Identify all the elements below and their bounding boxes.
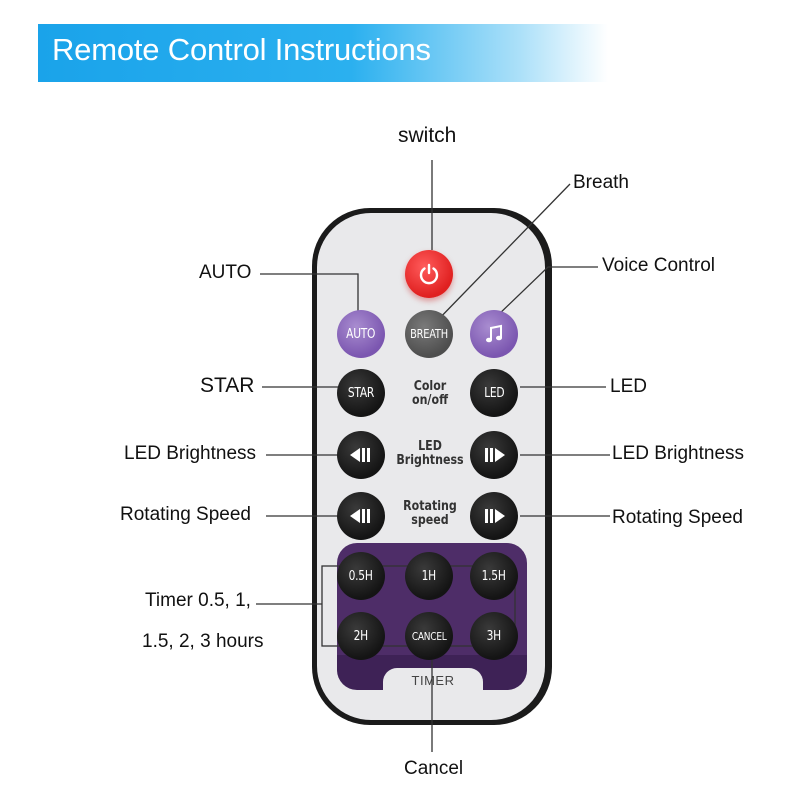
rotating-speed-right-callout: Rotating Speed [612,507,743,529]
voice-control-button[interactable] [470,310,518,358]
fast-forward-icon [481,445,507,465]
rewind-icon [348,506,374,526]
breath-button-label: BREATH [410,327,448,341]
switch-callout: switch [398,124,456,148]
led-callout: LED [610,376,647,398]
fast-forward-icon [481,506,507,526]
breath-button[interactable]: BREATH [405,310,453,358]
led-brightness-right-callout: LED Brightness [612,443,744,465]
auto-button[interactable]: AUTO [337,310,385,358]
rotating-speed-down-button[interactable] [337,492,385,540]
star-callout: STAR [200,374,254,398]
rotating-speed-line2: speed [392,514,469,528]
cancel-callout: Cancel [404,758,463,780]
cancel-button-label: CANCEL [412,630,447,643]
timer-0-5h-label: 0.5H [349,569,373,584]
led-brightness-left-callout: LED Brightness [124,443,256,465]
breath-callout: Breath [573,172,629,194]
auto-button-label: AUTO [346,327,375,342]
power-icon [416,261,442,287]
star-button-label: STAR [348,386,374,401]
led-brightness-label: LED Brightness [392,440,469,468]
color-onoff-label: Color on/off [392,380,469,408]
auto-line [260,274,358,312]
power-button[interactable] [405,250,453,298]
cancel-button[interactable]: CANCEL [405,612,453,660]
music-note-icon [482,322,506,346]
led-button[interactable]: LED [470,369,518,417]
led-brightness-down-button[interactable] [337,431,385,479]
timer-0-5h-button[interactable]: 0.5H [337,552,385,600]
auto-callout: AUTO [199,262,251,284]
voice-control-line [495,267,598,318]
color-onoff-line2: on/off [392,394,469,408]
timer-1h-button[interactable]: 1H [405,552,453,600]
timer-1-5h-label: 1.5H [482,569,506,584]
breath-line [432,184,570,326]
color-onoff-line1: Color [392,380,469,394]
timer-1h-label: 1H [422,569,436,584]
led-button-label: LED [484,386,504,401]
timer-1-5h-button[interactable]: 1.5H [470,552,518,600]
timer-2h-label: 2H [354,629,368,644]
rotating-speed-label: Rotating speed [392,500,469,528]
rotating-speed-line1: Rotating [392,500,469,514]
led-brightness-up-button[interactable] [470,431,518,479]
timer-callout-line2: 1.5, 2, 3 hours [142,631,263,653]
timer-3h-label: 3H [487,629,501,644]
rewind-icon [348,445,374,465]
timer-3h-button[interactable]: 3H [470,612,518,660]
star-button[interactable]: STAR [337,369,385,417]
rotating-speed-left-callout: Rotating Speed [120,504,251,526]
timer-callout-line1: Timer 0.5, 1, [145,590,251,612]
voice-control-callout: Voice Control [602,255,715,277]
led-brightness-line2: Brightness [392,454,469,468]
led-brightness-line1: LED [392,440,469,454]
rotating-speed-up-button[interactable] [470,492,518,540]
timer-2h-button[interactable]: 2H [337,612,385,660]
